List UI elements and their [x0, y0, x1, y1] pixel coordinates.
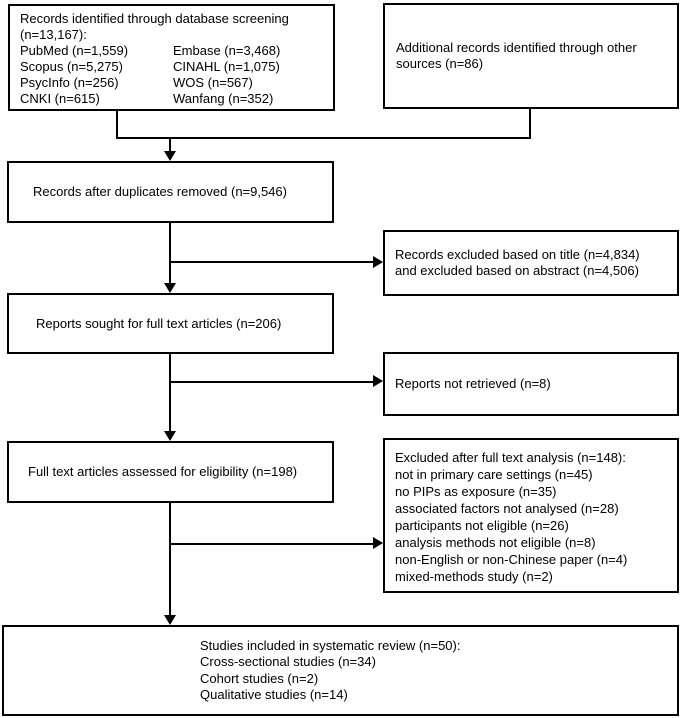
excluded-reason-exposure: no PIPs as exposure (n=35): [395, 484, 557, 499]
source-wos: WOS (n=567): [173, 75, 253, 90]
box-reports-sought: Reports sought for full text articles (n…: [7, 293, 334, 354]
connector-right-drop: [529, 108, 531, 139]
connector-screening-stem: [169, 222, 171, 284]
records-excluded-line2: and excluded based on abstract (n=4,506): [395, 263, 639, 278]
arrowhead-down-icon: [164, 615, 176, 625]
arrowhead-right-icon: [373, 256, 383, 268]
source-cinahl: CINAHL (n=1,075): [173, 59, 280, 74]
excluded-reason-participants: participants not eligible (n=26): [395, 518, 569, 533]
source-row: Scopus (n=5,275) CINAHL (n=1,075): [20, 59, 325, 75]
box-records-excluded: Records excluded based on title (n=4,834…: [383, 230, 679, 296]
excluded-reason-mixed: mixed-methods study (n=2): [395, 569, 553, 584]
connector-inclusion-stem: [169, 503, 171, 616]
reports-sought-text: Reports sought for full text articles (n…: [36, 315, 282, 331]
source-row: CNKI (n=615) Wanfang (n=352): [20, 91, 325, 107]
excluded-reason-factors: associated factors not analysed (n=28): [395, 501, 619, 516]
arrowhead-right-icon: [373, 537, 383, 549]
excluded-reason-methods: analysis methods not eligible (n=8): [395, 535, 596, 550]
after-duplicates-text: Records after duplicates removed (n=9,54…: [33, 184, 287, 199]
source-psycinfo: PsycInfo (n=256): [20, 75, 119, 90]
included-cross-sectional: Cross-sectional studies (n=34): [200, 654, 376, 669]
connector-merge-horizontal: [116, 137, 531, 139]
box-records-identified: Records identified through database scre…: [8, 4, 335, 111]
additional-records-text: Additional records identified through ot…: [396, 40, 637, 71]
source-row: PubMed (n=1,559) Embase (n=3,468): [20, 43, 325, 59]
arrowhead-right-icon: [373, 375, 383, 387]
source-wanfang: Wanfang (n=352): [173, 91, 274, 106]
records-identified-title: Records identified through database scre…: [20, 11, 289, 26]
records-excluded-line1: Records excluded based on title (n=4,834…: [395, 247, 640, 262]
studies-included-title: Studies included in systematic review (n…: [200, 637, 461, 653]
box-reports-not-retrieved: Reports not retrieved (n=8): [383, 352, 679, 416]
source-row: PsycInfo (n=256) WOS (n=567): [20, 75, 325, 91]
full-text-assessed-text: Full text articles assessed for eligibil…: [28, 464, 298, 479]
box-excluded-full-text: Excluded after full text analysis (n=148…: [383, 438, 679, 593]
studies-included-block: Studies included in systematic review (n…: [200, 638, 677, 704]
arrowhead-down-icon: [164, 151, 176, 161]
included-qualitative: Qualitative studies (n=14): [200, 687, 348, 702]
connector-branch-not-retrieved: [170, 381, 373, 383]
arrowhead-down-icon: [164, 431, 176, 441]
source-scopus: Scopus (n=5,275): [20, 59, 123, 74]
connector-retrieval-stem: [169, 353, 171, 432]
connector-branch-full-text-excluded: [170, 543, 373, 545]
excluded-full-text-title: Excluded after full text analysis (n=148…: [395, 450, 626, 465]
source-cnki: CNKI (n=615): [20, 91, 100, 106]
box-additional-records: Additional records identified through ot…: [383, 3, 679, 109]
connector-left-drop: [116, 110, 118, 139]
box-full-text-assessed: Full text articles assessed for eligibil…: [7, 441, 334, 503]
box-studies-included: Studies included in systematic review (n…: [2, 625, 679, 716]
connector-merge-stem: [169, 139, 171, 152]
excluded-reason-language: non-English or non-Chinese paper (n=4): [395, 552, 628, 567]
arrowhead-down-icon: [164, 283, 176, 293]
box-records-after-duplicates: Records after duplicates removed (n=9,54…: [7, 161, 334, 223]
reports-not-retrieved-text: Reports not retrieved (n=8): [395, 376, 551, 391]
source-pubmed: PubMed (n=1,559): [20, 43, 129, 58]
included-cohort: Cohort studies (n=2): [200, 670, 319, 686]
source-embase: Embase (n=3,468): [173, 43, 281, 58]
records-identified-count: (n=13,167):: [20, 27, 87, 42]
excluded-reason-settings: not in primary care settings (n=45): [395, 467, 593, 482]
connector-branch-title-excluded: [170, 261, 373, 263]
